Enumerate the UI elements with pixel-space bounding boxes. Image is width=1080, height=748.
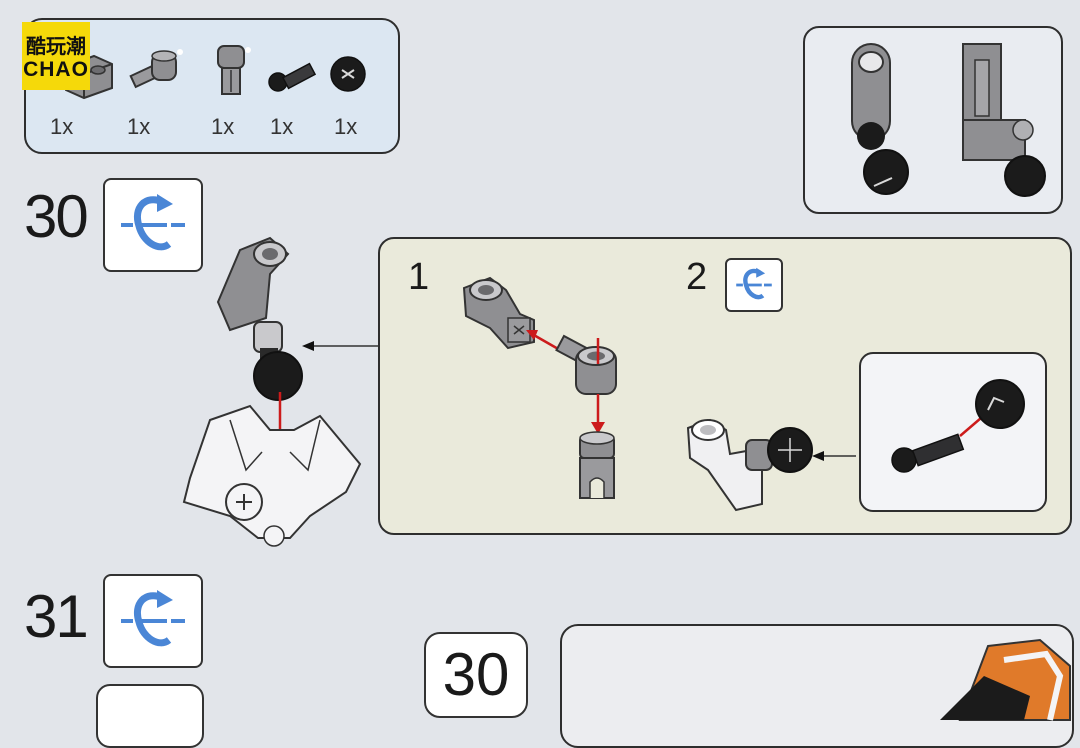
substep-number-2: 2 xyxy=(686,256,708,298)
logo-text-chinese: 酷玩潮 xyxy=(26,36,86,58)
part-count-1: 1x xyxy=(50,114,74,139)
sub-build-badge-30: 30 xyxy=(424,632,528,718)
assembled-arm-side-icon xyxy=(962,43,1046,197)
rotate-model-box-31 xyxy=(103,574,203,668)
part-count-2: 1x xyxy=(127,114,151,139)
part-count-4: 1x xyxy=(270,114,294,139)
substep1-illustration xyxy=(462,276,617,499)
step30-model-illustration xyxy=(182,236,362,547)
step-number-30: 30 xyxy=(24,183,89,250)
part-count-5: 1x xyxy=(334,114,358,139)
ball-pin-icon xyxy=(268,62,317,92)
part-count-3: 1x xyxy=(211,114,235,139)
substep-number-1: 1 xyxy=(408,256,430,298)
rotate-model-box xyxy=(103,178,203,272)
logo-text-latin: CHAO xyxy=(23,58,89,81)
brand-logo: 酷玩潮 CHAO xyxy=(22,22,90,90)
rotate-icon xyxy=(121,590,185,647)
rotate-icon xyxy=(121,194,185,251)
axle-pin-icon xyxy=(129,49,183,89)
substep2-detail-panel xyxy=(859,352,1047,512)
orange-part-illustration xyxy=(940,638,1071,721)
callout-pointer-arrow xyxy=(302,341,378,351)
next-step-box-partial xyxy=(96,684,204,748)
ball-pin-insert-illustration xyxy=(891,379,1025,473)
pin-connector-icon xyxy=(217,45,251,95)
step-number-31: 31 xyxy=(24,583,89,650)
ball-socket-icon xyxy=(330,56,366,92)
rotate-icon xyxy=(736,267,772,300)
substep-rotate-box xyxy=(725,258,783,312)
substep2-illustration xyxy=(686,418,856,512)
assembled-arm-front-icon xyxy=(851,43,909,195)
